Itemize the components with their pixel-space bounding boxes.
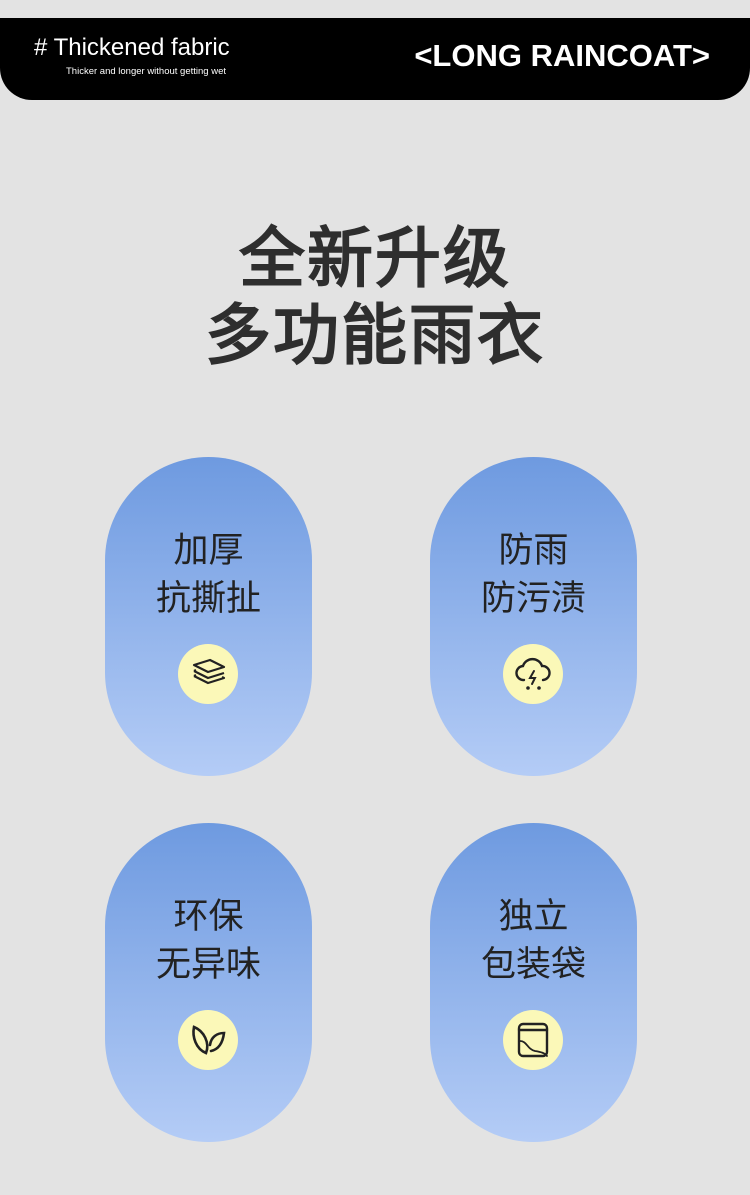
feature-line1: 加厚 bbox=[173, 531, 244, 571]
headline-line2: 多功能雨衣 bbox=[205, 297, 545, 374]
feature-line1: 独立 bbox=[498, 897, 569, 937]
feature-line1: 防雨 bbox=[498, 531, 569, 571]
header-banner: # Thickened fabric Thicker and longer wi… bbox=[0, 18, 750, 100]
feature-line2: 抗撕扯 bbox=[155, 579, 261, 619]
feature-rainproof: 防雨 防污渍 bbox=[430, 457, 637, 776]
banner-product: <LONG RAINCOAT> bbox=[414, 38, 710, 73]
headline-line1: 全新升级 bbox=[239, 220, 511, 297]
package-bag-icon bbox=[503, 1010, 563, 1070]
feature-line2: 防污渍 bbox=[480, 579, 586, 619]
feature-thick: 加厚 抗撕扯 bbox=[105, 457, 312, 776]
banner-title: # Thickened fabric bbox=[34, 34, 230, 61]
feature-line1: 环保 bbox=[173, 897, 244, 937]
feature-line2: 无异味 bbox=[155, 945, 261, 985]
leaf-icon bbox=[178, 1010, 238, 1070]
banner-subtitle: Thicker and longer without getting wet bbox=[66, 66, 227, 77]
feature-eco: 环保 无异味 bbox=[105, 823, 312, 1142]
feature-line2: 包装袋 bbox=[480, 945, 586, 985]
rain-cloud-icon bbox=[503, 644, 563, 704]
layers-icon bbox=[178, 644, 238, 704]
feature-packaging: 独立 包装袋 bbox=[430, 823, 637, 1142]
